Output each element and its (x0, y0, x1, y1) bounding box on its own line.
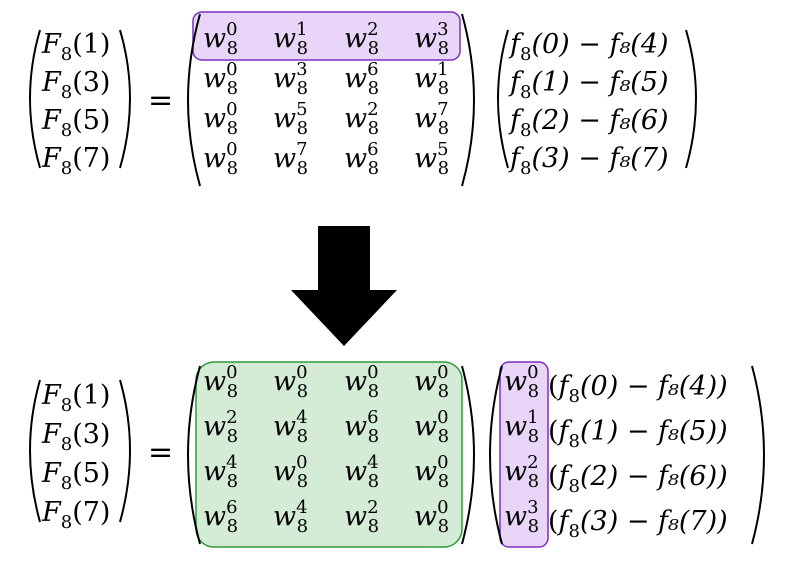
top-lhs-vector: F8(1) F8(3) F8(5) F8(7) (41, 29, 110, 179)
bottom-rhs-entry: (f8(2) − f₈(6)) (548, 461, 728, 497)
bottom-lhs-right-paren (119, 379, 131, 523)
bottom-equals-sign: = (148, 435, 173, 470)
top-vector-right-paren (685, 29, 697, 169)
bottom-vector-left-paren (489, 365, 503, 545)
bottom-rhs-entry: (f8(1) − f₈(5)) (548, 416, 728, 452)
bottom-rhs-entry: (f8(0) − f₈(4)) (548, 371, 728, 407)
bottom-rhs-vector: (f8(0) − f₈(4)) (f8(1) − f₈(5)) (f8(2) −… (548, 371, 728, 542)
bottom-rhs-entry: (f8(3) − f₈(7)) (548, 506, 728, 542)
top-rhs-entry: f8(3) − f₈(7) (508, 143, 669, 179)
top-rhs-entry: f8(1) − f₈(5) (508, 67, 669, 103)
bottom-matrix-highlight (195, 361, 463, 548)
top-matrix-right-paren (461, 13, 475, 187)
down-arrow-icon (291, 226, 397, 346)
top-lhs-entry: F8(3) (41, 67, 110, 103)
bottom-lhs-entry: F8(1) (41, 380, 110, 416)
top-lhs-left-paren (29, 29, 41, 169)
top-rhs-entry: f8(2) − f₈(6) (508, 105, 669, 141)
top-lhs-entry: F8(5) (41, 105, 110, 141)
top-lhs-right-paren (119, 29, 131, 169)
top-lhs-entry: F8(1) (41, 29, 110, 65)
top-equals-sign: = (148, 83, 173, 118)
bottom-lhs-entry: F8(5) (41, 458, 110, 494)
bottom-vector-right-paren (751, 365, 765, 545)
bottom-lhs-vector: F8(1) F8(3) F8(5) F8(7) (41, 380, 110, 533)
bottom-matrix-right-paren (461, 365, 475, 545)
bottom-lhs-left-paren (29, 379, 41, 523)
top-first-row-highlight (192, 11, 461, 61)
top-matrix-left-paren (187, 13, 201, 187)
bottom-matrix-left-paren (187, 365, 201, 545)
top-vector-left-paren (497, 29, 509, 169)
top-rhs-entry: f8(0) − f₈(4) (508, 29, 669, 65)
top-lhs-entry: F8(7) (41, 143, 110, 179)
bottom-lhs-entry: F8(7) (41, 497, 110, 533)
bottom-twiddle-highlight (499, 361, 549, 548)
bottom-lhs-entry: F8(3) (41, 419, 110, 455)
top-rhs-vector: f8(0) − f₈(4) f8(1) − f₈(5) f8(2) − f₈(6… (508, 29, 669, 179)
